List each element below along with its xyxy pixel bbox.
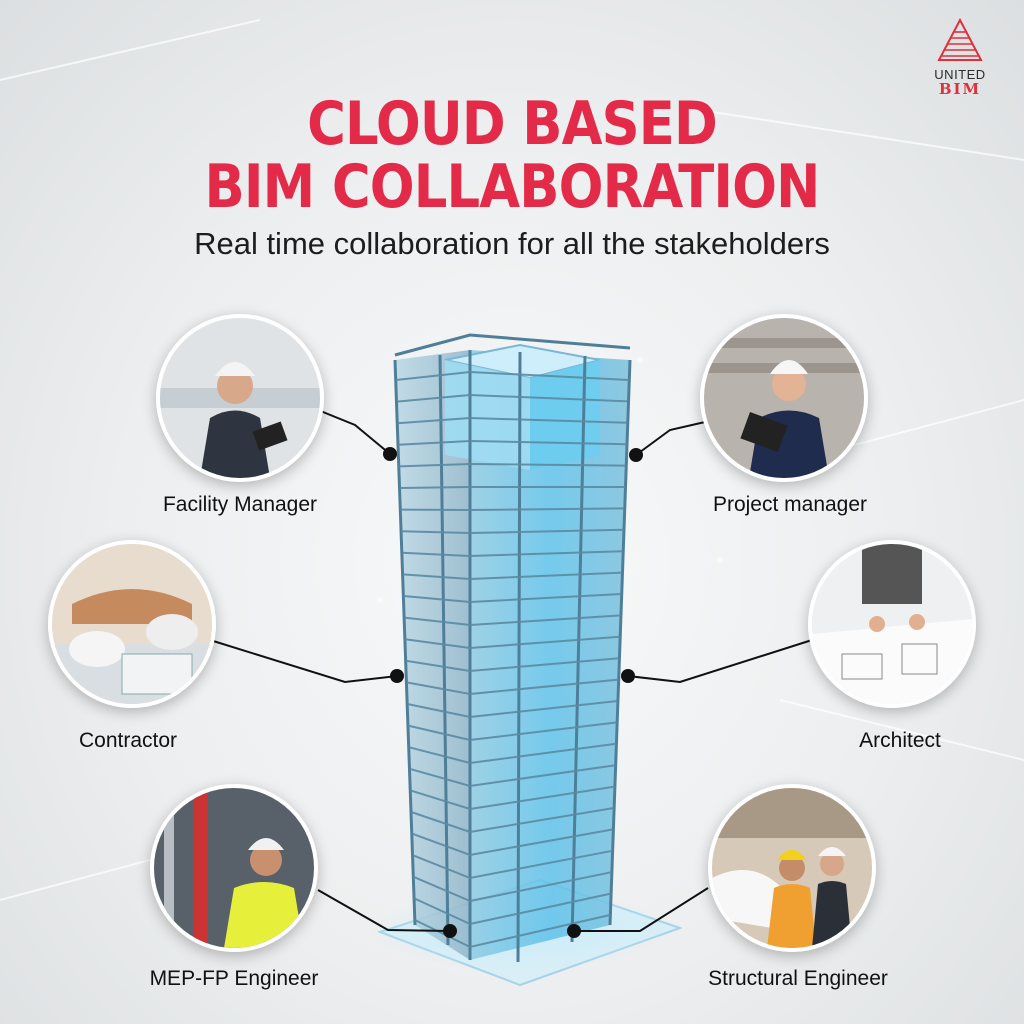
- tower-floor-line: [401, 528, 624, 535]
- subheadline: Real time collaboration for all the stak…: [194, 226, 830, 261]
- headline-line-2: BIM COLLABORATION: [204, 152, 821, 222]
- tower-floor-line: [400, 507, 625, 512]
- mep-fp-engineer-illustration: [154, 788, 314, 948]
- tower-floor-line: [404, 635, 620, 650]
- tower-floor-line: [402, 571, 623, 581]
- tower-floor-line: [407, 700, 618, 719]
- tower-floor-line: [407, 721, 617, 742]
- tower-floor-line: [402, 550, 623, 558]
- architect-photo: [808, 540, 976, 708]
- architect-label: Architect: [859, 729, 941, 752]
- project-manager-illustration: [704, 318, 864, 478]
- contractor-label: Contractor: [78, 729, 178, 752]
- structural-engineer-label: Structural Engineer: [708, 967, 888, 990]
- project-manager-photo: [700, 314, 868, 482]
- tower-floor-line: [395, 370, 630, 381]
- tower-floor-line: [406, 678, 619, 696]
- tower-floor-line: [410, 807, 614, 834]
- tower-floor-line: [396, 393, 629, 403]
- contractor-illustration: [52, 544, 212, 704]
- tower-floor-line: [399, 486, 626, 489]
- tower-floor-line: [405, 657, 620, 673]
- facility-manager-illustration: [160, 318, 320, 478]
- tower-floor-line: [413, 871, 612, 903]
- facility-manager-label: Facility Manager: [162, 493, 318, 516]
- project-manager-label: Project manager: [712, 493, 868, 516]
- headline-line-1: CLOUD BASED: [307, 89, 718, 159]
- brand-logo: UNITED BIM: [924, 17, 996, 98]
- tower-floor-line: [398, 439, 627, 446]
- pyramid-logo-icon: [937, 17, 983, 61]
- architect-illustration: [812, 544, 972, 704]
- structural-engineer-illustration: [712, 788, 872, 948]
- brand-name-bottom: BIM: [938, 80, 982, 98]
- brand-name-top: UNITED: [934, 67, 986, 82]
- tower-floor-line: [412, 849, 613, 880]
- tower-floor-line: [397, 416, 628, 425]
- facility-manager-photo: [156, 314, 324, 482]
- tower-floor-line: [408, 742, 617, 765]
- tower-floor-line: [414, 914, 611, 949]
- tower-floor-line: [403, 593, 622, 604]
- tower-floor-line: [409, 764, 616, 788]
- tower-floor-line: [399, 462, 626, 468]
- contractor-photo: [48, 540, 216, 708]
- mep-fp-engineer-label: MEP-FP Engineer: [149, 967, 319, 990]
- mep-fp-engineer-photo: [150, 784, 318, 952]
- tower-floor-line: [413, 892, 611, 926]
- tower-floor-line: [410, 785, 615, 811]
- tower-floor-line: [404, 614, 621, 627]
- structural-engineer-photo: [708, 784, 876, 952]
- tower-floor-line: [411, 828, 614, 857]
